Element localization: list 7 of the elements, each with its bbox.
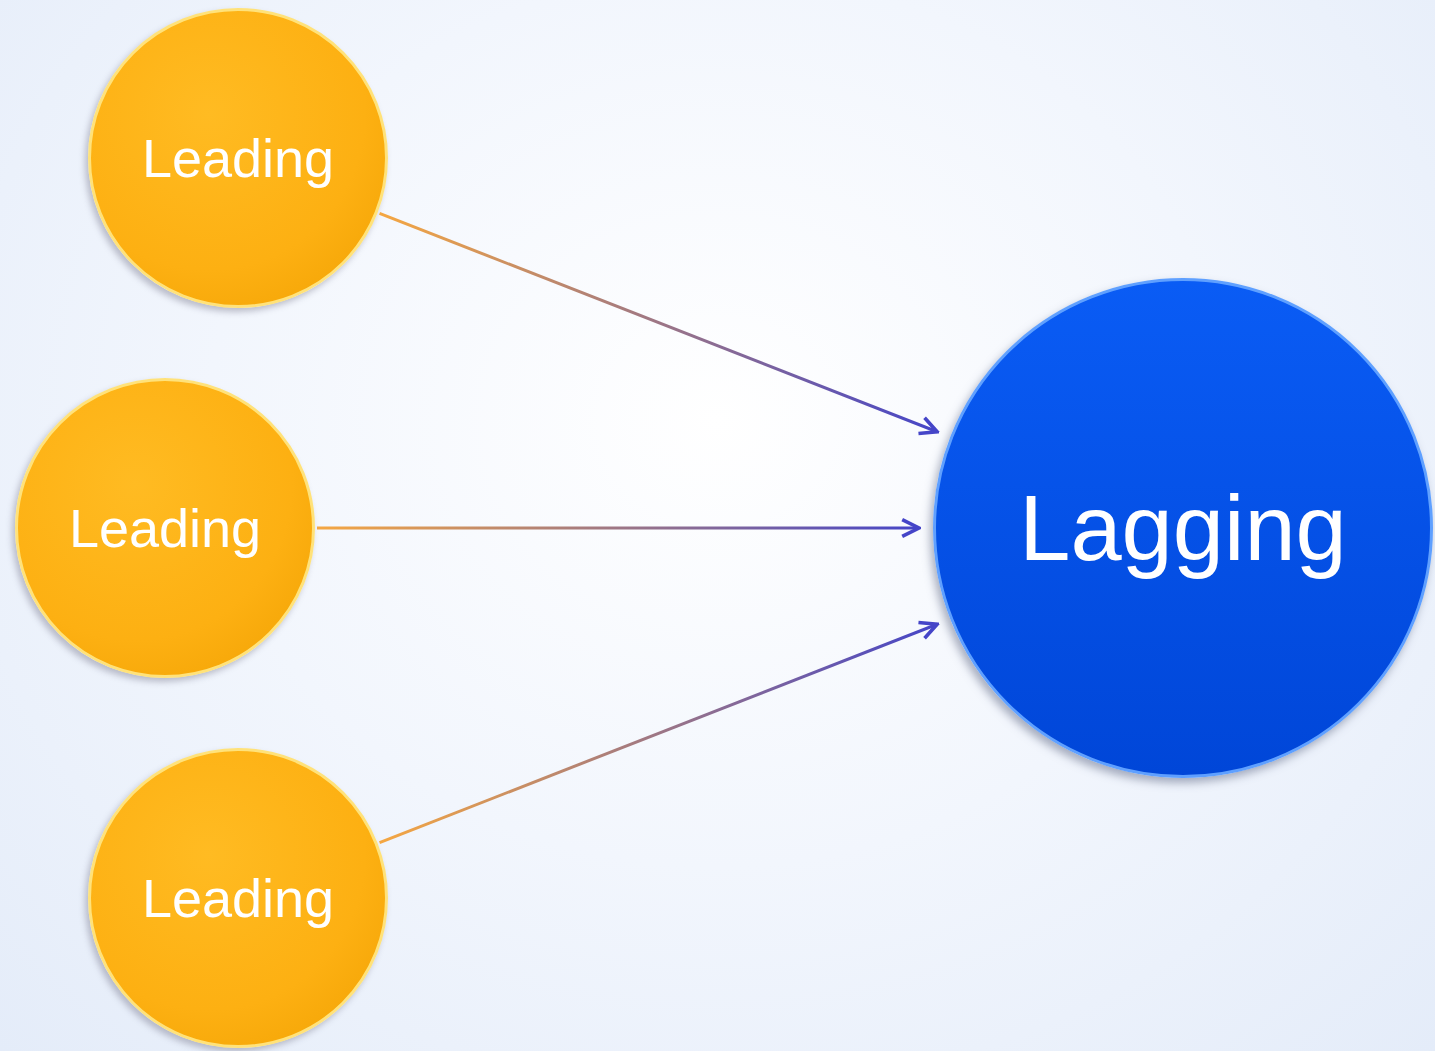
node-label: Leading	[68, 497, 262, 559]
arrow	[379, 620, 939, 844]
arrow	[379, 212, 939, 436]
arrow	[317, 517, 921, 539]
node-label: Leading	[141, 867, 335, 929]
node-label: Leading	[141, 127, 335, 189]
node-label: Lagging	[1019, 475, 1347, 581]
